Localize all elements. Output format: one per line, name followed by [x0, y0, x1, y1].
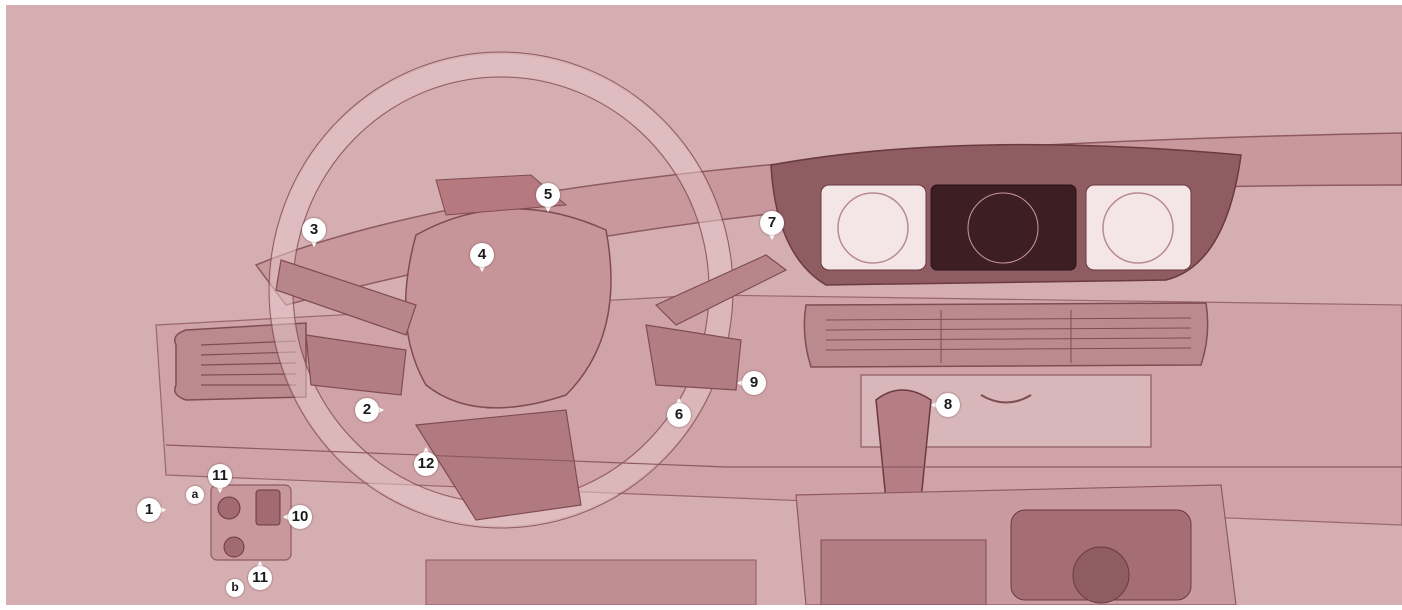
right-stalk — [654, 254, 788, 326]
dashboard-drawing — [155, 51, 1402, 605]
dashboard-illustration: 1 2 3 4 5 6 7 8 9 10 11 11 12 a b — [6, 5, 1402, 605]
sub-label-a: a — [186, 486, 204, 504]
gear-selector-icon — [875, 389, 932, 501]
center-vent-slats — [825, 310, 1192, 363]
sub-label-b: b — [226, 579, 244, 597]
left-stalk — [275, 259, 417, 336]
right-gauge — [1085, 184, 1192, 271]
center-air-vents — [803, 302, 1209, 368]
left-gauge — [820, 184, 927, 271]
steering-hub — [404, 207, 612, 409]
center-display — [930, 184, 1077, 271]
